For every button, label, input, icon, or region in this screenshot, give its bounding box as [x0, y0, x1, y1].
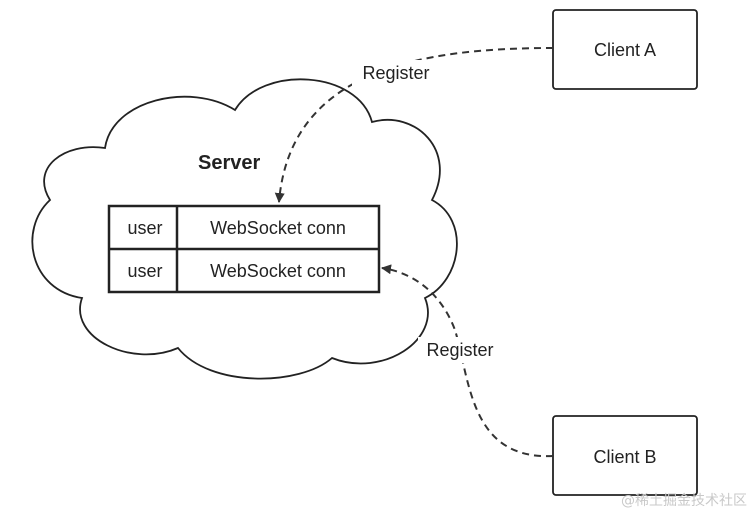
- table-row-1-user: user: [127, 218, 162, 238]
- client-b-label: Client B: [593, 447, 656, 467]
- table-row-1-conn: WebSocket conn: [210, 218, 346, 238]
- client-b-box: Client B: [552, 415, 698, 496]
- client-a-box: Client A: [552, 9, 698, 90]
- table-row-2-conn: WebSocket conn: [210, 261, 346, 281]
- watermark: @稀土掘金技术社区: [621, 493, 747, 509]
- connection-table: user WebSocket conn user WebSocket conn: [107, 204, 381, 294]
- table-row-2-user: user: [127, 261, 162, 281]
- register-label-b: Register: [426, 340, 493, 360]
- register-label-a: Register: [362, 63, 429, 83]
- register-edge-b: [381, 264, 554, 458]
- server-title: Server: [198, 152, 260, 174]
- client-a-label: Client A: [594, 40, 656, 60]
